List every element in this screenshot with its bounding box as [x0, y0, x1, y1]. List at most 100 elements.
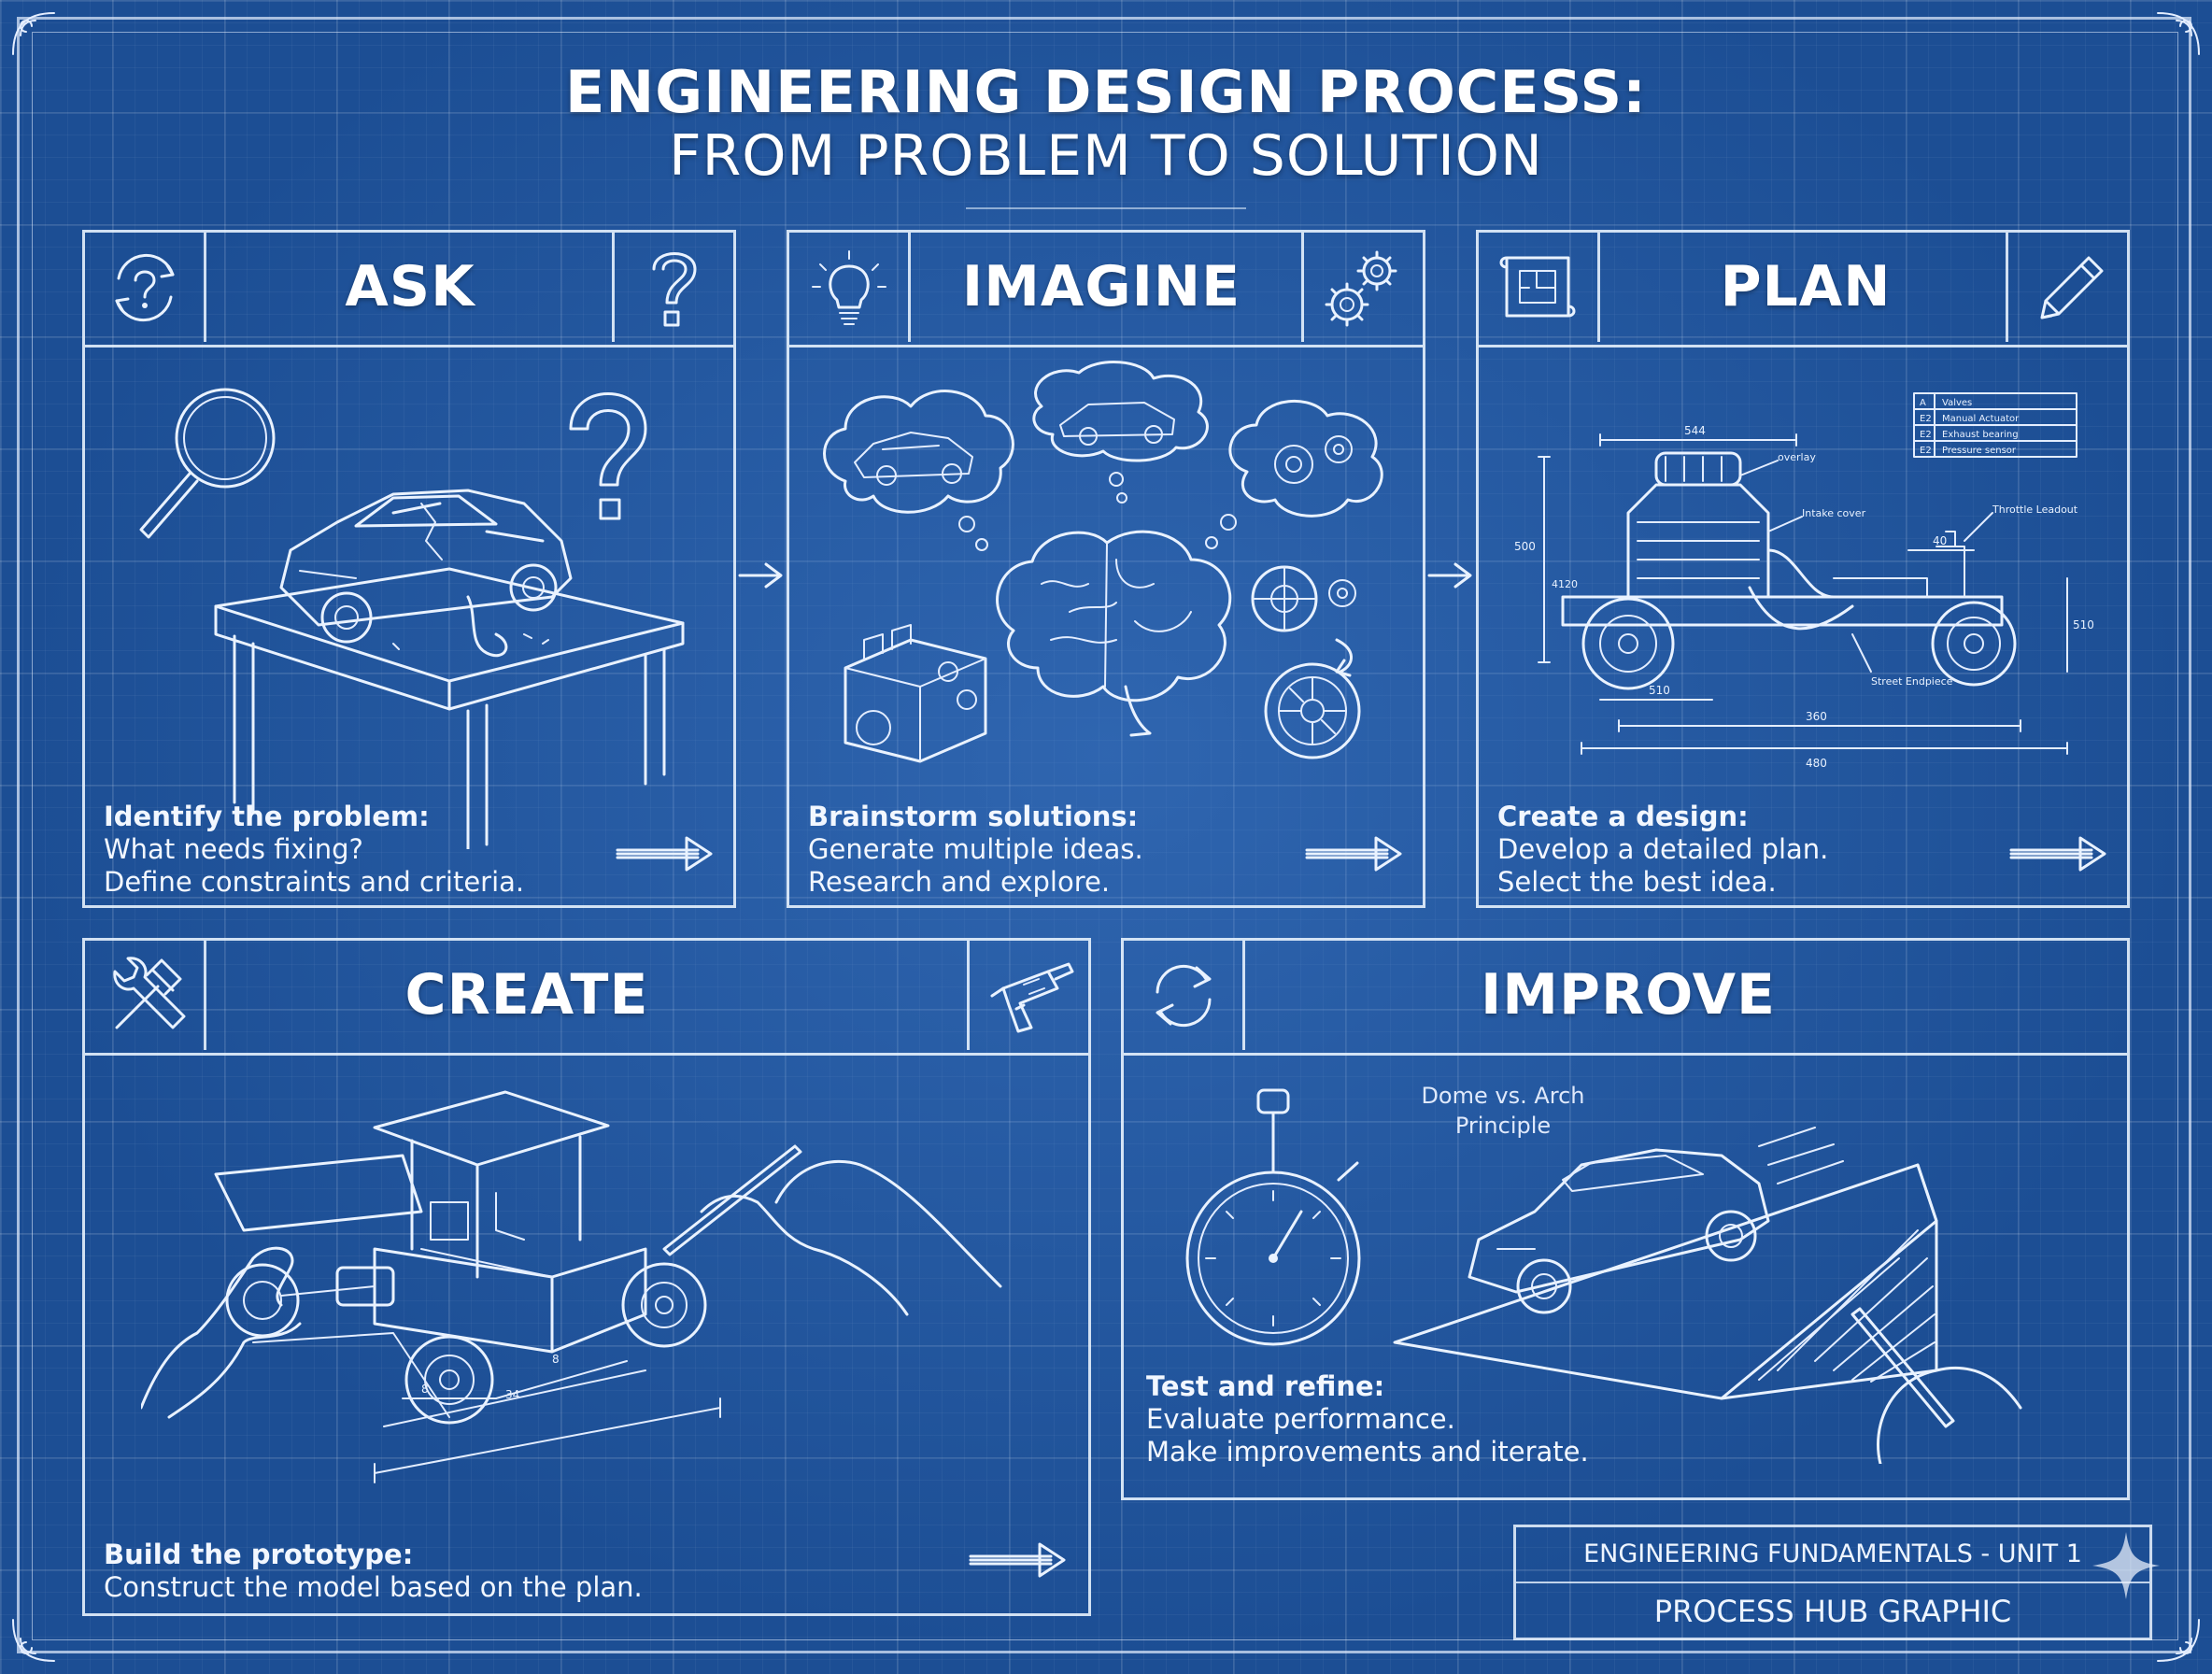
annotation-line-2: Principle [1454, 1113, 1552, 1139]
step-create-title: CREATE [404, 962, 649, 1028]
step-imagine-description: Brainstorm solutions: Generate multiple … [808, 801, 1294, 899]
main-title: ENGINEERING DESIGN PROCESS: [565, 58, 1647, 126]
test-ramp-drawing [1393, 1163, 1938, 1400]
thought-bubble-car-icon [1032, 361, 1209, 462]
corner-ornament-top-left [12, 12, 55, 55]
wheel-gear-icon [1251, 565, 1356, 632]
step-imagine-panel: IMAGINE [787, 230, 1425, 908]
thought-bubble-car-icon [823, 390, 1014, 514]
step-imagine-header: IMAGINE [789, 233, 1423, 348]
spec-table: A E2 E2 E2 Valves Manual Actuator Exhaus… [1913, 392, 2077, 458]
step-improve-line-2: Make improvements and iterate. [1146, 1436, 1589, 1468]
dimension-label: 480 [1806, 757, 1827, 770]
hand-left-drawing [141, 1246, 302, 1419]
spec-table-item: Valves [1942, 398, 1972, 408]
dimension-label: 8 [421, 1383, 429, 1396]
step-ask-header: ASK [85, 233, 733, 348]
dimension-label: 510 [1649, 684, 1670, 697]
step-improve-title: IMPROVE [1480, 962, 1777, 1028]
hammer-wrench-icon [85, 941, 206, 1050]
dimension-label: 500 [1514, 540, 1536, 553]
spec-table-id: A [1920, 398, 1926, 408]
refresh-cycle-icon [1124, 941, 1245, 1050]
spec-table-item: Exhaust bearing [1942, 430, 2019, 440]
outer-frame [17, 17, 2191, 1653]
next-arrow-icon [2009, 836, 2106, 872]
dimension-label: 4120 [1552, 578, 1578, 590]
step-plan-line-1: Develop a detailed plan. [1497, 833, 1829, 865]
pencil-icon [2006, 233, 2127, 342]
step-plan-panel: PLAN A E2 E2 E2 Valves Manual Actuator E… [1476, 230, 2130, 908]
blueprint-scroll-icon [1479, 233, 1600, 342]
next-arrow-icon [616, 836, 713, 872]
question-mark-icon [569, 392, 647, 520]
spec-table-item: Pressure sensor [1942, 446, 2017, 456]
step-create-panel: CREATE 8 8 [82, 938, 1091, 1616]
step-ask-line-2: Define constraints and criteria. [104, 866, 525, 898]
step-plan-description: Create a design: Develop a detailed plan… [1497, 801, 1983, 899]
question-mark-icon [612, 233, 733, 342]
step-ask-line-1: What needs fixing? [104, 833, 363, 865]
inner-frame [32, 32, 2178, 1640]
callout-label: Street Endpiece [1871, 675, 1953, 688]
flow-arrow-icon [1427, 562, 1472, 589]
brain-icon [996, 530, 1232, 737]
step-imagine-title: IMAGINE [961, 254, 1241, 319]
spec-table-item: Manual Actuator [1942, 414, 2020, 424]
course-label: ENGINEERING FUNDAMENTALS - UNIT 1 [1516, 1527, 2149, 1583]
step-improve-description: Test and refine: Evaluate performance. M… [1146, 1370, 1707, 1468]
dimension-label: 360 [1806, 710, 1827, 723]
improve-annotation: Dome vs. Arch Principle [1391, 1081, 1615, 1141]
hand-right-drawing [662, 1144, 1002, 1316]
title-divider [966, 207, 1246, 209]
dimension-lines: 544 500 4120 40 510 510 360 480 [1514, 424, 2094, 770]
lightbulb-icon [789, 233, 911, 342]
callout-label: Intake cover [1802, 507, 1866, 519]
test-car-drawing [1468, 1127, 1844, 1314]
spec-table-id: E2 [1920, 446, 1932, 456]
step-plan-title: PLAN [1720, 254, 1892, 319]
engine-icon [844, 624, 987, 763]
flow-arrow-icon [738, 562, 783, 589]
dimension-label: 510 [2073, 618, 2094, 631]
table-icon [214, 567, 685, 849]
gears-icon [1301, 233, 1423, 342]
step-create-line-1: Construct the model based on the plan. [104, 1571, 643, 1603]
callout-label: overlay [1778, 451, 1816, 463]
next-arrow-icon [969, 1542, 1066, 1578]
wheel-icon [1264, 638, 1361, 759]
step-ask-title: ASK [345, 254, 475, 319]
prototype-car-drawing [214, 1090, 707, 1425]
step-ask-heading: Identify the problem: [104, 801, 430, 832]
step-imagine-line-2: Research and explore. [808, 866, 1111, 898]
hand-screwdriver-drawing [1850, 1307, 2022, 1464]
improve-illustration [1185, 1088, 2022, 1464]
ask-illustration [139, 388, 685, 849]
question-cycle-icon [85, 233, 206, 342]
corner-ornament-bottom-left [12, 1619, 55, 1662]
magnifying-glass-icon [139, 388, 276, 539]
main-subtitle: FROM PROBLEM TO SOLUTION [669, 123, 1543, 189]
step-create-header: CREATE [85, 941, 1088, 1056]
dimension-label: 34 [505, 1388, 519, 1401]
chassis-engine-drawing [1561, 451, 2017, 690]
create-illustration: 8 8 34 [141, 1090, 1002, 1483]
step-imagine-line-1: Generate multiple ideas. [808, 833, 1143, 865]
glue-gun-icon [967, 941, 1088, 1050]
step-ask-panel: ASK [82, 230, 736, 908]
thought-bubble-gears-icon [1228, 399, 1383, 518]
step-improve-panel: IMPROVE Dome vs. Arch Principle [1121, 938, 2130, 1500]
corner-ornament-top-right [2157, 12, 2200, 55]
broken-car-icon [279, 489, 573, 658]
callout-label: Throttle Leadout [1992, 504, 2078, 516]
step-improve-header: IMPROVE [1124, 941, 2127, 1056]
dimension-label: 8 [552, 1353, 560, 1366]
dimension-lines: 8 8 34 [374, 1353, 721, 1483]
step-plan-heading: Create a design: [1497, 801, 1749, 832]
graphic-label: PROCESS HUB GRAPHIC [1653, 1594, 2012, 1629]
corner-ornament-bottom-right [2157, 1619, 2200, 1662]
sparkle-icon [2092, 1532, 2160, 1599]
step-create-description: Build the prototype: Construct the model… [104, 1539, 758, 1604]
spec-table-id: E2 [1920, 414, 1932, 424]
plan-technical-drawing: A E2 E2 E2 Valves Manual Actuator Exhaus… [1514, 392, 2094, 770]
